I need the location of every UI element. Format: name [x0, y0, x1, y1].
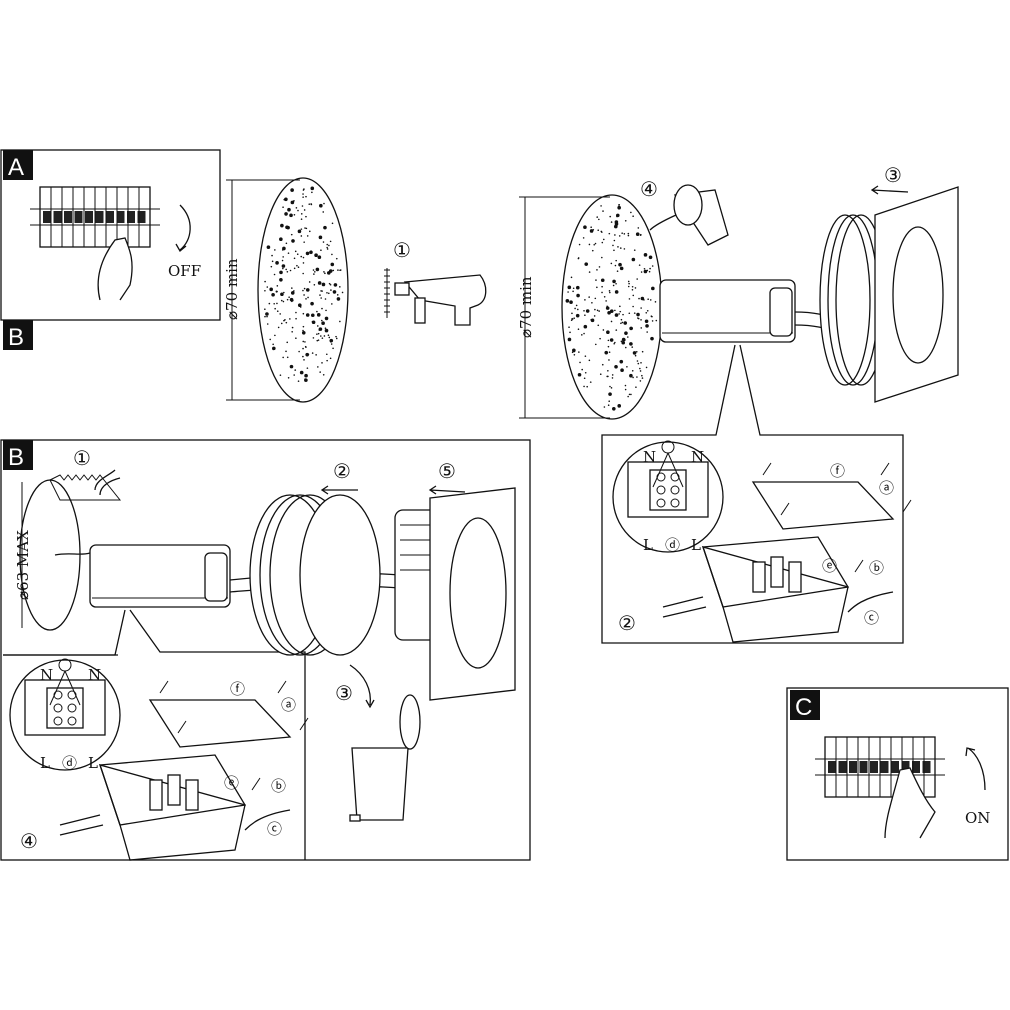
part-f-label: ⓕ	[830, 462, 845, 480]
driver-box-right	[659, 279, 796, 343]
part-e-label: ⓔ	[224, 774, 239, 792]
part-c-label: ⓒ	[864, 609, 879, 627]
step-label-b: B	[8, 444, 24, 471]
step-4-label: ④	[20, 829, 38, 853]
step-3-label-right: ③	[884, 163, 902, 187]
panel-b	[0, 439, 531, 861]
arrow-left-icon	[320, 485, 358, 495]
detail-panel-right	[601, 344, 904, 644]
junction-box-detail	[9, 658, 309, 861]
part-d-label: ⓓ	[62, 754, 77, 772]
part-b-label: ⓑ	[271, 777, 286, 795]
live-label: L	[88, 754, 98, 772]
live-label: L	[40, 754, 50, 772]
part-f-label: ⓕ	[230, 680, 245, 698]
trash-bin-icon	[349, 694, 421, 822]
step-label-c-box	[790, 690, 820, 720]
panel-a	[0, 149, 221, 321]
arrow-down-icon	[349, 664, 375, 709]
mounting-ring	[249, 494, 381, 656]
driver-box	[89, 544, 231, 608]
saw-icon	[49, 474, 122, 501]
arrow-left-icon	[870, 185, 909, 195]
step-label-a-box	[3, 150, 33, 180]
stone-texture	[565, 204, 658, 411]
neutral-label: N	[40, 666, 53, 684]
step-3-label: ③	[335, 681, 353, 705]
off-label: OFF	[168, 262, 201, 280]
rotate-arrow-icon	[175, 204, 191, 252]
step-1-label-b: ①	[73, 446, 91, 470]
detail-panel-border	[129, 609, 306, 860]
stone-texture	[264, 186, 344, 382]
neutral-label: N	[88, 666, 101, 684]
step-label-b-box2	[3, 440, 33, 470]
diameter-min-label-right: ⌀70 min	[517, 276, 535, 338]
part-d-label: ⓓ	[665, 536, 680, 554]
part-b-label: ⓑ	[869, 559, 884, 577]
neutral-label: N	[643, 448, 656, 466]
step-label-a: A	[8, 154, 24, 181]
pour-cup-icon	[649, 184, 729, 246]
step-2-label-right: ②	[618, 611, 636, 635]
live-label: L	[691, 536, 701, 554]
breaker-switches	[824, 737, 931, 797]
on-label: ON	[965, 809, 990, 827]
panel-c	[786, 687, 1009, 861]
step-label-c: C	[795, 694, 812, 721]
hand-icon	[97, 237, 133, 301]
step-label-b-box	[3, 320, 33, 350]
part-c-label: ⓒ	[267, 820, 282, 838]
part-e-label: ⓔ	[822, 557, 837, 575]
drill-icon	[384, 268, 487, 326]
step-4-label-right: ④	[640, 177, 658, 201]
diameter-max-label: ⌀63 MAX	[14, 530, 32, 600]
hand-icon	[884, 767, 936, 839]
arrow-left-icon	[428, 485, 466, 495]
diameter-min-label: ⌀70 min	[223, 258, 241, 320]
step-2-label: ②	[333, 459, 351, 483]
neutral-label: N	[691, 448, 704, 466]
rotate-arrow-icon	[965, 747, 986, 791]
step-1-label: ①	[393, 238, 411, 262]
breaker-switches	[39, 187, 146, 247]
part-a-label: ⓐ	[879, 479, 894, 497]
step-5-label: ⑤	[438, 459, 456, 483]
stone-disc-right	[561, 194, 663, 420]
live-label: L	[643, 536, 653, 554]
step-label-b-small: B	[8, 324, 24, 351]
part-a-label: ⓐ	[281, 696, 296, 714]
cable-icon	[94, 469, 121, 496]
